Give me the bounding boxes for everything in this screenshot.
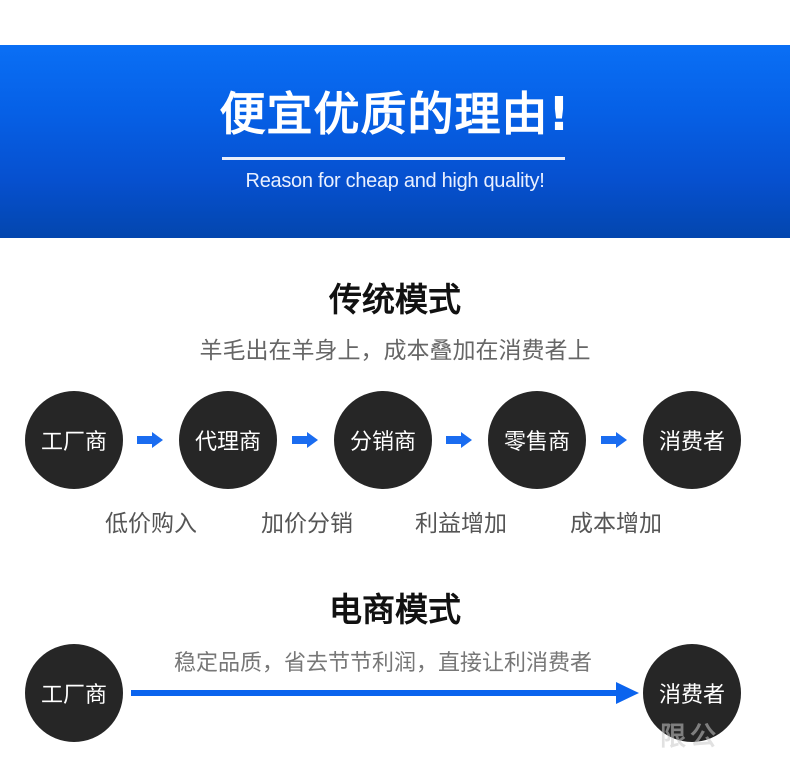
- right-arrow-icon: [446, 432, 472, 448]
- node-distributor: 分销商: [334, 391, 432, 489]
- banner-title: 便宜优质的理由!: [219, 87, 571, 141]
- node-factory: 工厂商: [25, 391, 123, 489]
- long-right-arrow-icon: [131, 682, 639, 704]
- traditional-model-subtitle: 羊毛出在羊身上，成本叠加在消费者上: [199, 338, 591, 364]
- ecommerce-arrow-caption: 稳定品质，省去节节利润，直接让利消费者: [173, 651, 592, 676]
- step-label-profit-up: 利益增加: [415, 511, 507, 537]
- node-retailer: 零售商: [488, 391, 586, 489]
- node-label: 消费者: [658, 430, 725, 455]
- step-label-markup: 加价分销: [261, 511, 353, 537]
- right-arrow-icon: [601, 432, 627, 448]
- node-label: 工厂商: [40, 683, 107, 708]
- right-arrow-icon: [137, 432, 163, 448]
- step-label-buy-low: 低价购入: [105, 511, 197, 537]
- hero-banner: [0, 45, 790, 238]
- banner-subtitle: Reason for cheap and high quality!: [245, 170, 545, 192]
- node-label: 零售商: [503, 430, 570, 455]
- node-agent: 代理商: [179, 391, 277, 489]
- traditional-model-title: 传统模式: [329, 280, 461, 319]
- step-label-cost-up: 成本增加: [570, 511, 662, 537]
- right-arrow-icon: [292, 432, 318, 448]
- node-label: 分销商: [349, 430, 416, 455]
- node-label: 工厂商: [40, 430, 107, 455]
- ecommerce-model-title: 电商模式: [329, 590, 461, 629]
- node-consumer: 消费者: [643, 391, 741, 489]
- banner-divider: [222, 157, 565, 160]
- node-label: 消费者: [658, 683, 725, 708]
- node-label: 代理商: [194, 430, 261, 455]
- ecom-node-factory: 工厂商: [25, 644, 123, 742]
- ecom-node-consumer: 消费者: [643, 644, 741, 742]
